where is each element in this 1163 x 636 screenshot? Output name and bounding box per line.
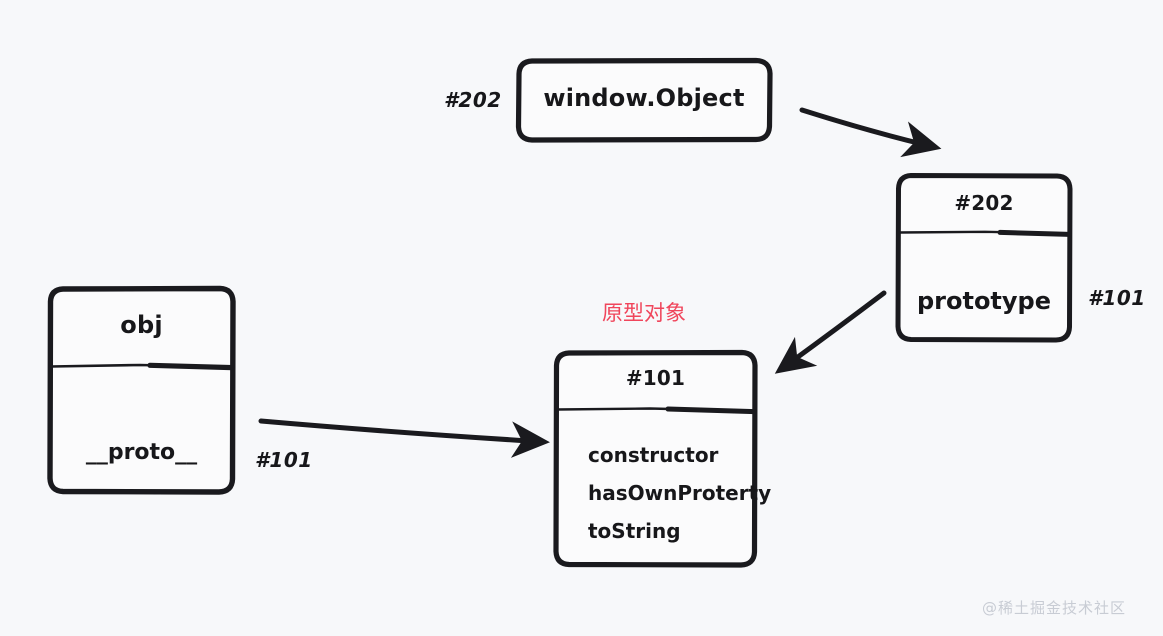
prototype-object-property-constructor: constructor [588, 443, 719, 467]
prototype-holder-title: #202 [954, 191, 1014, 215]
window-object-title: window.Object [543, 84, 745, 112]
arrow-holder-to-prototype-object [774, 290, 887, 374]
prototype-object-note: 原型对象 [602, 301, 686, 325]
obj-proto-value: __proto__ [85, 440, 198, 465]
prototype-object-property-hasownproterty: hasOwnProterty [588, 481, 772, 505]
prototype-holder-ref-label: #101 [1088, 286, 1146, 310]
obj-title: obj [120, 311, 163, 339]
prototype-holder-value: prototype [916, 287, 1052, 315]
prototype-object-title: #101 [625, 366, 686, 390]
obj-ref-label: #101 [255, 448, 313, 472]
window-object-ref-label: #202 [444, 88, 502, 112]
prototype-object-property-tostring: toString [588, 519, 681, 543]
watermark: @稀土掘金技术社区 [982, 599, 1127, 617]
arrow-obj-to-prototype-object [258, 418, 550, 458]
arrow-window-object-to-holder [799, 107, 942, 158]
